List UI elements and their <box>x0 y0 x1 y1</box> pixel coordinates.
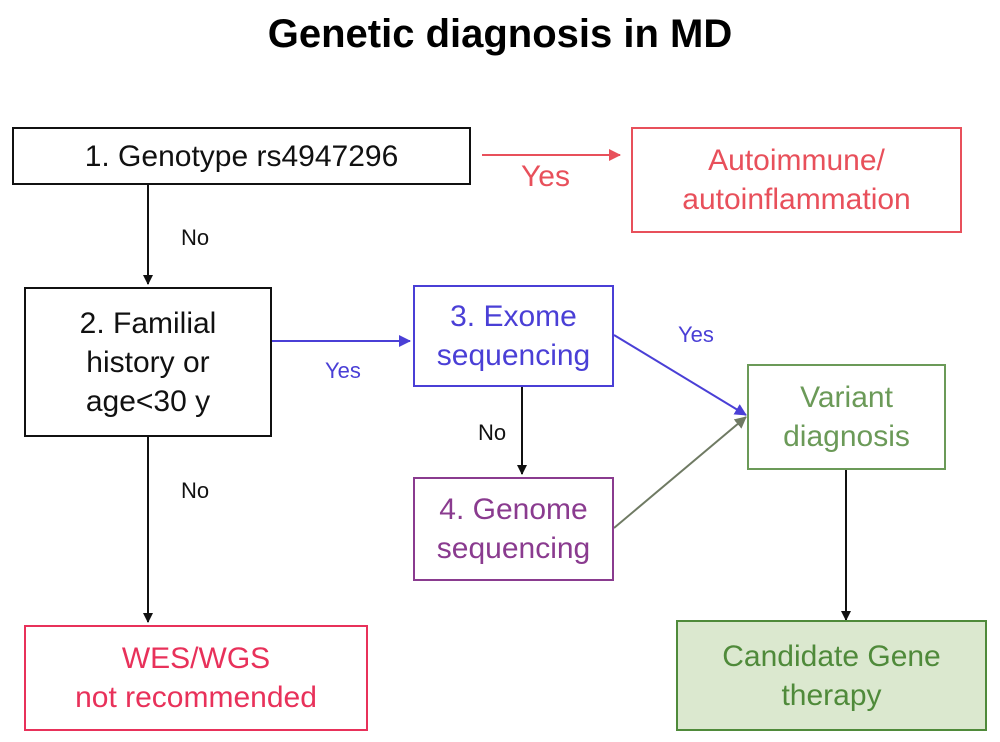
node-genome-sequencing: 4. Genome sequencing <box>413 477 614 581</box>
label-step2-yes: Yes <box>325 358 361 383</box>
node-genotype: 1. Genotype rs4947296 <box>12 127 471 185</box>
node-exome-sequencing: 3. Exome sequencing <box>413 285 614 387</box>
node-variant-diagnosis: Variant diagnosis <box>747 364 946 470</box>
arrow-step4-to-variant <box>613 416 747 529</box>
label-step3-no: No <box>478 420 507 445</box>
node-not-recommended: WES/WGS not recommended <box>24 625 368 731</box>
label-step1-no: No <box>181 225 210 250</box>
page-title: Genetic diagnosis in MD <box>267 12 733 56</box>
node-candidate-gene-therapy: Candidate Gene therapy <box>676 620 987 731</box>
node-familial-history: 2. Familial history or age<30 y <box>24 287 272 437</box>
arrow-step3-to-variant <box>613 334 747 416</box>
label-step3-yes: Yes <box>678 322 714 347</box>
label-step1-yes: Yes <box>521 160 570 193</box>
node-autoimmune: Autoimmune/ autoinflammation <box>631 127 962 233</box>
label-step2-no: No <box>181 478 210 503</box>
